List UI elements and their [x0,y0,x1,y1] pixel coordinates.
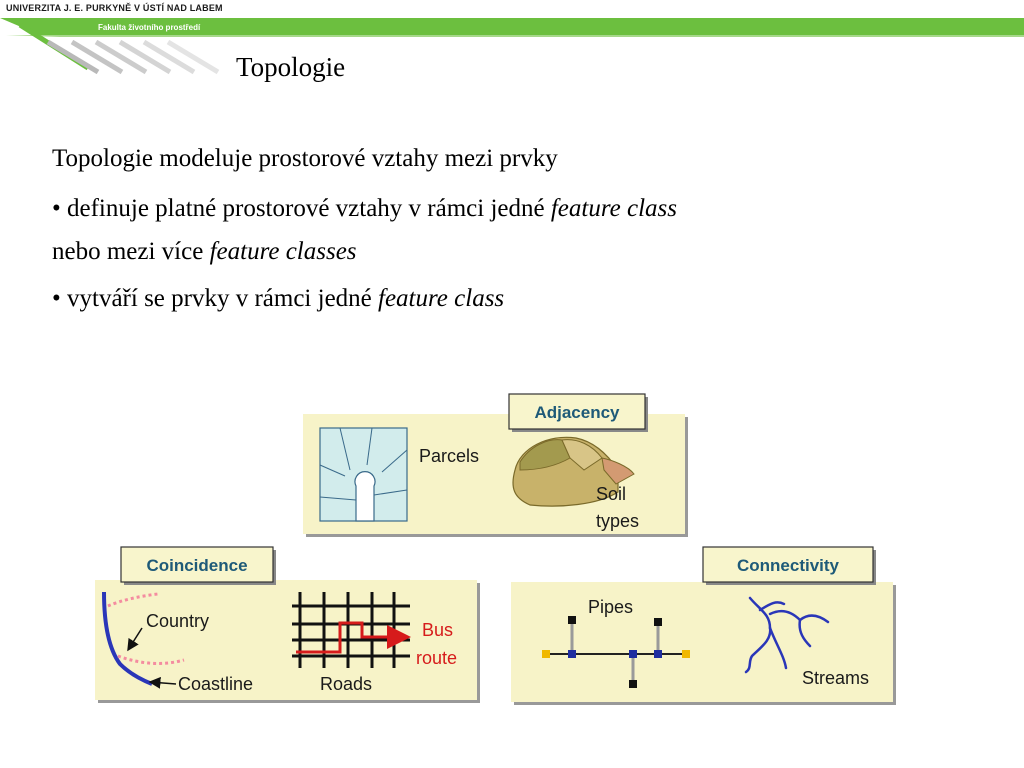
green-header-bar [0,18,1024,35]
coastline-label: Coastline [178,674,253,694]
coastline-arrow [148,676,177,689]
country-boundary-bottom [117,654,185,665]
roads-label: Roads [320,674,372,694]
adjacency-label: Adjacency [534,403,620,422]
coincidence-label: Coincidence [146,556,247,575]
country-boundary-top [107,592,159,608]
bullet-1-emphasis-2: feature classes [209,238,357,265]
country-label: Country [146,611,209,631]
bullet-2: • vytváří se prvky v rámci jedné feature… [52,285,504,313]
green-header-shadow [6,35,1024,37]
bus-route-line [296,621,411,654]
soil-label-line2: types [596,511,639,531]
soil-types-graphic [512,436,635,507]
bullet-1-lead: • definuje platné prostorové vztahy v rá… [52,195,551,222]
bus-label-line1: Bus [422,620,453,640]
bullet-2-lead: • vytváří se prvky v rámci jedné [52,285,379,312]
connectivity-label: Connectivity [737,556,840,575]
pipes-label: Pipes [588,597,633,617]
pipes-network-graphic [542,616,690,688]
university-name: UNIVERZITA J. E. PURKYNĚ V ÚSTÍ NAD LABE… [6,3,223,13]
bullet-1-cont: nebo mezi více [52,238,210,265]
bullet-2-emphasis: feature class [378,285,505,312]
country-arrow [127,627,143,652]
parcels-graphic [319,427,408,522]
topology-diagram: Parcels Soil types Adjacency Country Coa… [95,393,896,705]
parcels-label: Parcels [419,446,479,466]
connectivity-panel: Pipes Streams Connectivity [511,546,896,705]
intro-text: Topologie modeluje prostorové vztahy mez… [52,145,558,172]
faculty-name: Fakulta životního prostředí [98,23,201,32]
diagonal-stripes-decoration [18,22,220,75]
soil-label-line1: Soil [596,484,626,504]
bullet-1-continuation: nebo mezi více feature classes [52,238,357,266]
slide-title: Topologie [236,52,346,82]
header-band [0,18,1024,75]
streams-graphic [744,596,830,674]
bullet-1: • definuje platné prostorové vztahy v rá… [52,195,677,223]
bullet-1-emphasis: feature class [550,195,677,222]
coastline-line [102,591,153,686]
streams-label: Streams [802,668,869,688]
adjacency-panel: Parcels Soil types Adjacency [303,393,688,537]
coincidence-panel: Country Coastline Bus route Roads Coinci… [95,546,480,703]
bus-label-line2: route [416,648,457,668]
